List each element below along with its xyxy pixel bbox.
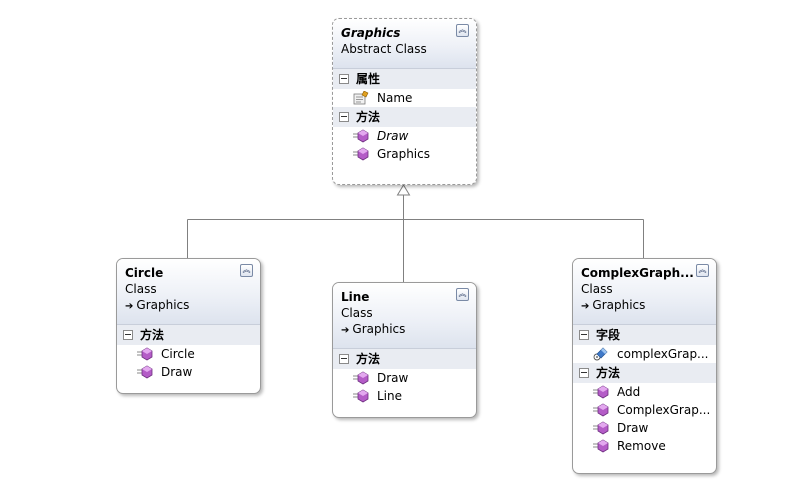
method-icon bbox=[593, 385, 609, 399]
base-class-name: Graphics bbox=[592, 298, 646, 312]
inherit-arrow-icon: ➔ bbox=[125, 301, 134, 312]
class-name: Line bbox=[341, 290, 370, 304]
member-label: Draw bbox=[377, 129, 409, 143]
class-header: Line Class ➔Graphics ︽ bbox=[333, 283, 476, 349]
class-type: Class bbox=[125, 282, 157, 296]
section-label: 方法 bbox=[140, 328, 165, 342]
class-type: Abstract Class bbox=[341, 42, 427, 56]
member-row[interactable]: Draw bbox=[333, 127, 476, 145]
section-collapse-icon[interactable] bbox=[123, 329, 133, 340]
class-type: Class bbox=[341, 306, 373, 320]
base-class: ➔Graphics bbox=[581, 297, 716, 315]
section-header[interactable]: 属性 bbox=[333, 69, 476, 89]
member-label: Draw bbox=[617, 421, 649, 435]
field-icon bbox=[593, 347, 609, 361]
method-icon bbox=[137, 347, 153, 361]
class-box-complexgraphics[interactable]: ComplexGraph... Class ➔Graphics ︽ 字段 comp… bbox=[572, 258, 717, 474]
class-name: ComplexGraph... bbox=[581, 266, 694, 280]
member-row[interactable]: Graphics bbox=[333, 145, 476, 163]
member-label: Circle bbox=[161, 347, 195, 361]
class-type: Class bbox=[581, 282, 613, 296]
member-row[interactable]: Draw bbox=[573, 419, 716, 437]
member-label: Draw bbox=[161, 365, 193, 379]
method-icon bbox=[353, 147, 369, 161]
member-label: Add bbox=[617, 385, 641, 399]
member-row[interactable]: Draw bbox=[117, 363, 260, 381]
class-name: Graphics bbox=[341, 26, 401, 40]
collapse-icon[interactable]: ︽ bbox=[696, 264, 709, 277]
member-label: ComplexGrap... bbox=[617, 403, 711, 417]
member-row[interactable]: ComplexGrap... bbox=[573, 401, 716, 419]
section-collapse-icon[interactable] bbox=[339, 73, 349, 84]
class-name: Circle bbox=[125, 266, 164, 280]
collapse-icon[interactable]: ︽ bbox=[240, 264, 253, 277]
method-icon bbox=[353, 389, 369, 403]
method-icon bbox=[353, 371, 369, 385]
class-header: ComplexGraph... Class ➔Graphics ︽ bbox=[573, 259, 716, 325]
section-header[interactable]: 字段 bbox=[573, 325, 716, 345]
section-collapse-icon[interactable] bbox=[579, 329, 589, 340]
section-header[interactable]: 方法 bbox=[333, 349, 476, 369]
method-icon bbox=[353, 129, 369, 143]
method-icon bbox=[593, 439, 609, 453]
method-icon bbox=[593, 421, 609, 435]
member-label: complexGrap... bbox=[617, 347, 709, 361]
section-label: 方法 bbox=[356, 110, 381, 124]
section-label: 方法 bbox=[356, 352, 381, 366]
base-class: ➔Graphics bbox=[341, 321, 476, 339]
inherit-arrow-icon: ➔ bbox=[581, 301, 590, 312]
section-label: 属性 bbox=[356, 72, 381, 86]
section-label: 方法 bbox=[596, 366, 621, 380]
section-header[interactable]: 方法 bbox=[333, 107, 476, 127]
base-class: ➔Graphics bbox=[125, 297, 260, 315]
member-row[interactable]: Line bbox=[333, 387, 476, 405]
base-class-name: Graphics bbox=[352, 322, 406, 336]
class-header: Circle Class ➔Graphics ︽ bbox=[117, 259, 260, 325]
section-label: 字段 bbox=[596, 328, 621, 342]
member-row[interactable]: Remove bbox=[573, 437, 716, 455]
inheritance-arrowhead bbox=[396, 184, 411, 196]
section-collapse-icon[interactable] bbox=[339, 353, 349, 364]
section-collapse-icon[interactable] bbox=[579, 367, 589, 378]
member-label: Draw bbox=[377, 371, 409, 385]
member-row[interactable]: Circle bbox=[117, 345, 260, 363]
member-label: Name bbox=[377, 91, 413, 105]
section-header[interactable]: 方法 bbox=[117, 325, 260, 345]
property-icon bbox=[353, 90, 369, 105]
inherit-arrow-icon: ➔ bbox=[341, 325, 350, 336]
member-label: Remove bbox=[617, 439, 666, 453]
member-row[interactable]: Add bbox=[573, 383, 716, 401]
collapse-icon[interactable]: ︽ bbox=[456, 288, 469, 301]
member-label: Line bbox=[377, 389, 403, 403]
collapse-icon[interactable]: ︽ bbox=[456, 24, 469, 37]
member-row[interactable]: Draw bbox=[333, 369, 476, 387]
member-label: Graphics bbox=[377, 147, 430, 161]
base-class-name: Graphics bbox=[136, 298, 190, 312]
section-collapse-icon[interactable] bbox=[339, 111, 349, 122]
class-header: Graphics Abstract Class ︽ bbox=[333, 19, 476, 69]
section-header[interactable]: 方法 bbox=[573, 363, 716, 383]
member-row[interactable]: Name bbox=[333, 89, 476, 107]
member-row[interactable]: complexGrap... bbox=[573, 345, 716, 363]
method-icon bbox=[137, 365, 153, 379]
method-icon bbox=[593, 403, 609, 417]
